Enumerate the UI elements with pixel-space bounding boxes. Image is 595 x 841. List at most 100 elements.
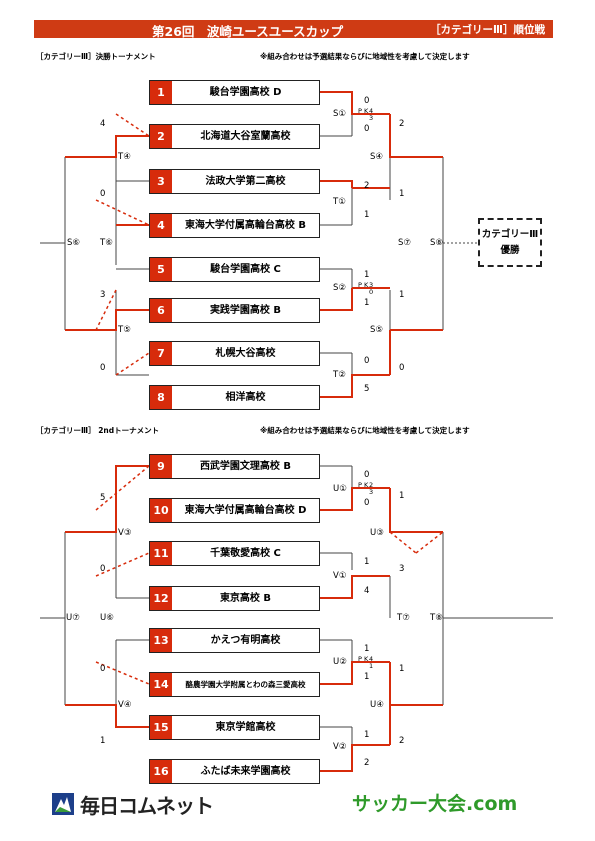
win-u3 bbox=[389, 488, 443, 533]
seed-number: 4 bbox=[150, 214, 172, 237]
win-v1-team12 bbox=[320, 575, 390, 599]
team-slot-9[interactable]: 9 西武学園文理高校 B bbox=[149, 454, 320, 479]
section-note-2nd: ※組み合わせは予選結果ならびに地域性を考慮して決定します bbox=[260, 426, 470, 435]
team-name: 西武学園文理高校 B bbox=[199, 461, 292, 472]
score: 0 bbox=[364, 96, 370, 106]
pk-score: 4 bbox=[369, 655, 374, 663]
team-slot-15[interactable]: 15 東京学館高校 bbox=[149, 715, 320, 740]
match-label-s2: S② bbox=[333, 283, 347, 293]
match-label-v1: V① bbox=[333, 571, 347, 581]
team-name: 相洋高校 bbox=[225, 392, 266, 403]
seed-number: 15 bbox=[150, 716, 172, 739]
seed-number: 9 bbox=[150, 455, 172, 478]
win-v2-team16 bbox=[320, 744, 390, 772]
section-title-2nd: ［カテゴリーⅢ］ 2ndトーナメント bbox=[36, 426, 160, 435]
score: 1 bbox=[399, 189, 405, 199]
match-label-u7: U⑦ bbox=[66, 613, 80, 623]
team-name: ふたば未来学園高校 bbox=[200, 766, 291, 777]
pk-label: P K bbox=[358, 655, 369, 663]
score: 1 bbox=[364, 298, 370, 308]
match-label-u6: U⑥ bbox=[100, 613, 114, 623]
match-label-t5: T⑤ bbox=[118, 325, 131, 335]
team-name: 実践学園高校 B bbox=[209, 305, 282, 316]
team-slot-16[interactable]: 16 ふたば未来学園高校 bbox=[149, 759, 320, 784]
score: 4 bbox=[364, 586, 370, 596]
seed-number: 6 bbox=[150, 299, 172, 322]
team-name: 東京学館高校 bbox=[215, 722, 276, 733]
match-label-t7: T⑦ bbox=[397, 613, 410, 623]
team-name: 駿台学園高校 C bbox=[210, 264, 281, 275]
seed-number: 11 bbox=[150, 542, 172, 565]
champion-category: カテゴリーⅢ bbox=[481, 229, 539, 240]
seed-number: 14 bbox=[150, 673, 172, 696]
team-slot-14[interactable]: 14 酪農学園大学附属とわの森三愛高校 bbox=[149, 672, 320, 697]
score: 4 bbox=[100, 119, 106, 129]
score: 1 bbox=[364, 210, 370, 220]
match-label-t6: T⑥ bbox=[100, 238, 113, 248]
pk-label: P K bbox=[358, 481, 369, 489]
team-slot-6[interactable]: 6 実践学園高校 B bbox=[149, 298, 320, 323]
match-label-s1: S① bbox=[333, 109, 347, 119]
pk-score: 0 bbox=[369, 288, 374, 296]
score: 3 bbox=[100, 290, 106, 300]
score: 3 bbox=[399, 564, 405, 574]
pk-label: P K bbox=[358, 107, 369, 115]
match-label-t1: T① bbox=[333, 197, 346, 207]
score: 0 bbox=[364, 124, 370, 134]
pk-score: 4 bbox=[369, 107, 374, 115]
seed-number: 12 bbox=[150, 587, 172, 610]
score: 0 bbox=[364, 498, 370, 508]
score: 5 bbox=[364, 384, 370, 394]
seed-number: 1 bbox=[150, 81, 172, 104]
page-title: 第26回 波崎ユースユースカップ bbox=[152, 24, 344, 39]
match-label-v3: V③ bbox=[118, 528, 132, 538]
win-t4-team2 bbox=[65, 135, 149, 158]
score: 0 bbox=[100, 664, 106, 674]
pk-score: 3 bbox=[369, 488, 374, 496]
win-u2-team14 bbox=[320, 661, 390, 685]
score: 1 bbox=[399, 491, 405, 501]
team-name: 法政大学第二高校 bbox=[205, 176, 286, 187]
score: 1 bbox=[364, 730, 370, 740]
dash-upper-1 bbox=[115, 113, 150, 137]
pk-score: 1 bbox=[369, 662, 374, 670]
section-note-final: ※組み合わせは予選結果ならびに地域性を考慮して決定します bbox=[260, 52, 470, 61]
match-label-u1: U① bbox=[333, 484, 347, 494]
match-label-u3: U③ bbox=[370, 528, 384, 538]
seed-number: 2 bbox=[150, 125, 172, 148]
seed-number: 16 bbox=[150, 760, 172, 783]
team-name: かえつ有明高校 bbox=[210, 635, 281, 646]
score: 0 bbox=[100, 189, 106, 199]
score: 0 bbox=[364, 356, 370, 366]
win-s4 bbox=[389, 114, 443, 158]
match-label-s5: S⑤ bbox=[370, 325, 384, 335]
pk-score: 2 bbox=[369, 481, 374, 489]
match-label-t4: T④ bbox=[118, 152, 131, 162]
score: 2 bbox=[364, 181, 370, 191]
match-label-s8: S⑧ bbox=[430, 238, 444, 248]
dash-upper-2 bbox=[95, 199, 150, 226]
team-name: 札幌大谷高校 bbox=[215, 348, 276, 359]
score: 1 bbox=[100, 736, 106, 746]
team-name: 東海大学付属高輪台高校 D bbox=[184, 505, 307, 516]
score: 0 bbox=[399, 363, 405, 373]
match-label-u4: U④ bbox=[370, 700, 384, 710]
match-label-u2: U② bbox=[333, 657, 347, 667]
win-u4 bbox=[389, 662, 443, 706]
team-name: 酪農学園大学附属とわの森三愛高校 bbox=[185, 680, 306, 689]
score: 1 bbox=[364, 672, 370, 682]
dash-lower-4 bbox=[389, 531, 417, 554]
score: 1 bbox=[364, 644, 370, 654]
